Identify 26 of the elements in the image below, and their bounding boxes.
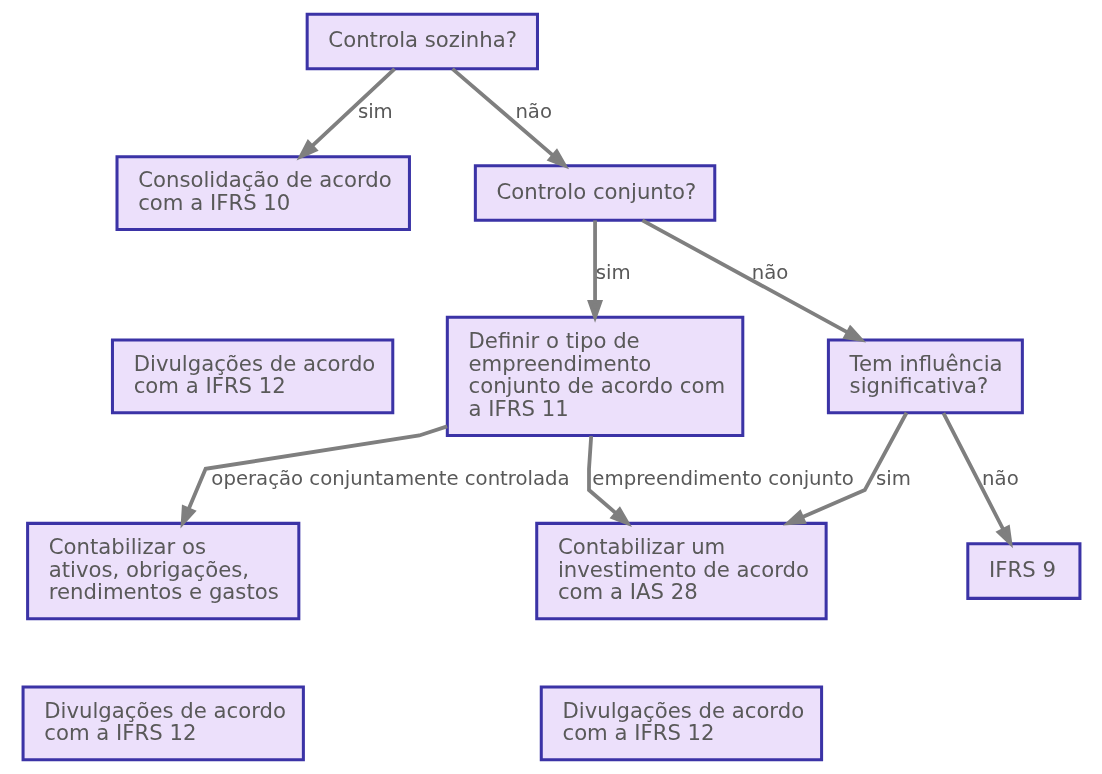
arrow [586, 435, 632, 528]
node-box: Divulgações de acordo com a IFRS 12 [110, 338, 394, 415]
node-box: Contabilizar um investimento de acordo com a IAS 28 [534, 521, 828, 621]
node-box: IFRS 9 [965, 542, 1081, 600]
node-box: Divulgações de acordo com a IFRS 12 [539, 685, 823, 762]
edge-label: operação conjuntamente controlada [210, 466, 570, 490]
arrow [296, 67, 396, 161]
arrow [782, 411, 908, 526]
arrow [179, 424, 448, 529]
edge-label: não [751, 260, 788, 284]
node-box: Controla sozinha? [305, 12, 539, 71]
node-box: Contabilizar os ativos, obrigações, rendimentos e gastos [25, 521, 300, 621]
arrow [586, 220, 603, 323]
arrow [941, 412, 1013, 549]
node-box: Tem influência significativa? [826, 338, 1024, 415]
edge-label: empreendimento conjunto [591, 466, 854, 490]
edge-label: sim [357, 99, 393, 123]
edge-label: não [514, 99, 552, 123]
edge-label: sim [875, 466, 911, 490]
node-box: Definir o tipo de empreendimento conjunto de acordo com a IFRS 11 [445, 315, 744, 437]
arrow [640, 218, 866, 343]
node-box: Divulgações de acordo com a IFRS 12 [21, 685, 305, 762]
arrow [450, 67, 569, 170]
edge-label: não [981, 466, 1019, 490]
node-box: Controlo conjunto? [473, 164, 716, 222]
node-box: Consolidação de acordo com a IFRS 10 [115, 155, 411, 231]
